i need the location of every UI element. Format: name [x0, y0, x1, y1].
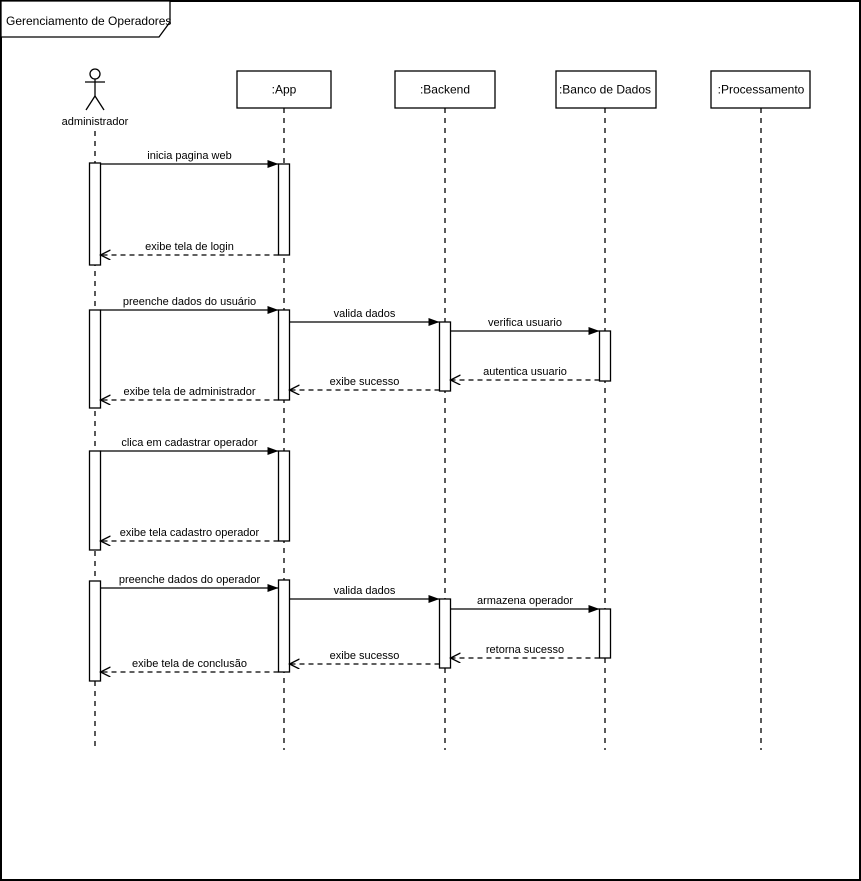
actor-right-leg-icon	[94, 95, 105, 111]
lifeline-head-label-banco: :Banco de Dados	[559, 83, 651, 97]
activation-bar-app	[277, 163, 291, 256]
message-label: preenche dados do usuário	[123, 296, 256, 308]
lifeline-head-box-processamento	[710, 70, 811, 109]
diagram-content-layer: inicia pagina web exibe tela de login pree…	[62, 68, 811, 750]
frame-title-tab	[0, 0, 171, 38]
message-label: preenche dados do operador	[119, 574, 261, 586]
activation-bar-administrador	[88, 162, 102, 266]
message-label: exibe tela de conclusão	[132, 658, 247, 670]
activation-bar-administrador	[88, 580, 102, 682]
message-label: retorna sucesso	[486, 644, 564, 656]
activation-bar-administrador	[88, 309, 102, 409]
message-label: clica em cadastrar operador	[121, 437, 258, 449]
activation-bar-backend	[438, 321, 452, 392]
activation-bar-banco	[598, 330, 612, 382]
lifeline-head-label-app: :App	[272, 83, 297, 97]
message-label: armazena operador	[477, 595, 573, 607]
message-label: exibe sucesso	[330, 650, 400, 662]
lifeline-head-label-processamento: :Processamento	[718, 83, 805, 97]
lifeline-head-box-banco	[555, 70, 657, 109]
activation-bar-banco	[598, 608, 612, 659]
activation-bar-administrador	[88, 450, 102, 551]
message-label: inicia pagina web	[147, 150, 231, 162]
activation-bar-backend	[438, 598, 452, 669]
message-label: verifica usuario	[488, 317, 562, 329]
frame-title: Gerenciamento de Operadores	[6, 14, 171, 28]
message-label: valida dados	[334, 585, 396, 597]
message-label: exibe tela de administrador	[123, 386, 255, 398]
lifeline-head-box-backend	[394, 70, 496, 109]
activation-bar-app	[277, 579, 291, 673]
actor-head-icon	[89, 68, 101, 80]
message-label: autentica usuario	[483, 366, 567, 378]
actor-left-leg-icon	[85, 95, 96, 111]
lifeline-head-box-app	[236, 70, 332, 109]
message-label: exibe sucesso	[330, 376, 400, 388]
message-label: exibe tela de login	[145, 241, 234, 253]
actor-label-administrador: administrador	[62, 116, 129, 128]
message-label: exibe tela cadastro operador	[120, 527, 260, 539]
message-label: valida dados	[334, 308, 396, 320]
activation-bar-app	[277, 309, 291, 401]
activation-bar-app	[277, 450, 291, 542]
lifeline-head-label-backend: :Backend	[420, 83, 470, 97]
